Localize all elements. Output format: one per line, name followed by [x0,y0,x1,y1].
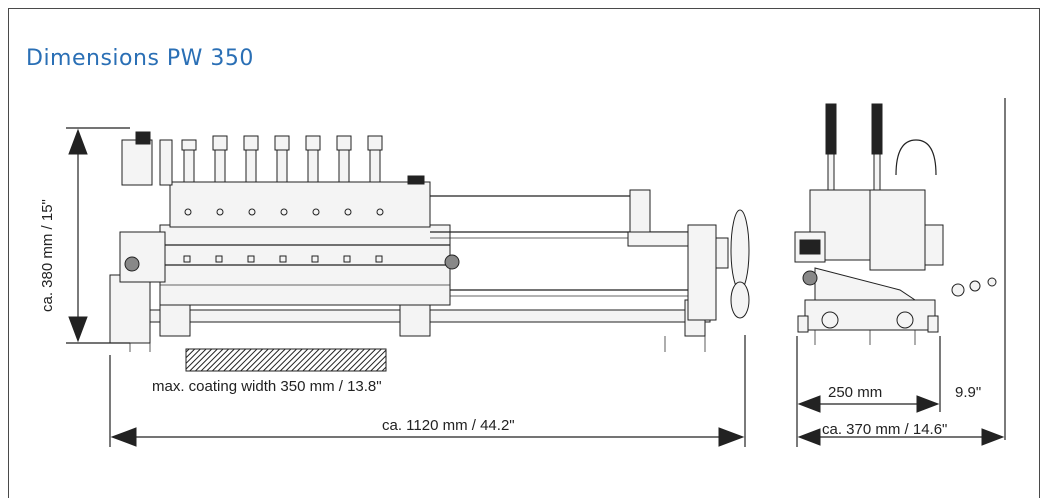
content-frame [8,8,1040,498]
length-label: ca. 1120 mm / 44.2" [382,417,515,434]
nozzle-row [183,208,384,263]
side-width-mm-label: 250 mm [828,384,882,401]
front-view-machine [109,131,750,352]
side-view-machine [794,103,997,345]
page-title: Dimensions PW 350 [26,46,254,71]
dosing-units [121,131,425,186]
side-width-dimension [796,336,941,447]
height-label: ca. 380 mm / 15" [39,199,56,312]
side-total-dimension [797,428,1005,446]
coating-width-bar [185,348,387,372]
side-total-label: ca. 370 mm / 14.6" [822,421,947,438]
length-dimension [109,335,746,447]
guide-rods [430,189,750,321]
coating-width-label: max. coating width 350 mm / 13.8" [152,378,382,395]
side-width-in-label: 9.9" [955,384,981,401]
height-dimension [66,127,130,344]
